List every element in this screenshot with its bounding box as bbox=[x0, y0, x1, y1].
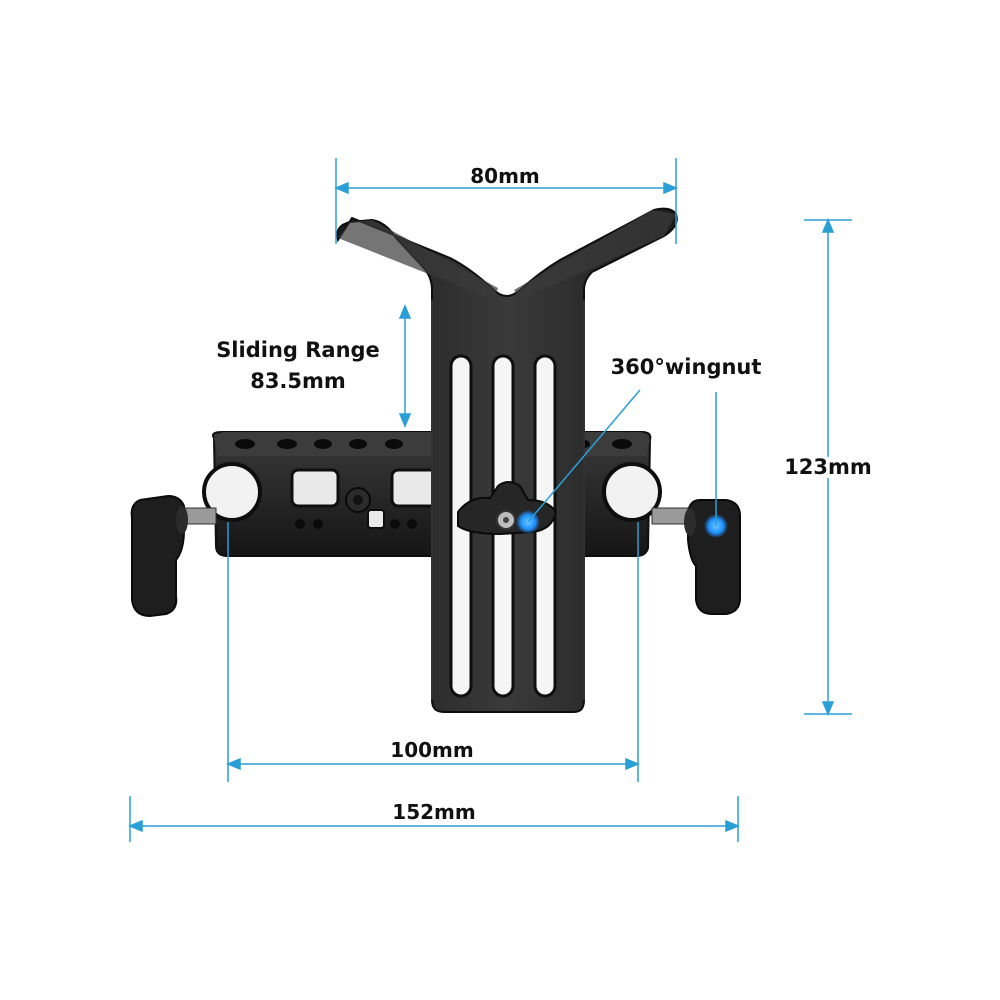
label-rod-spacing: 100mm bbox=[390, 738, 473, 762]
label-top-width: 80mm bbox=[470, 164, 540, 188]
label-wingnut: 360°wingnut bbox=[611, 355, 762, 379]
wingnut-leader-line bbox=[527, 389, 641, 523]
rod-hole-left bbox=[202, 462, 262, 522]
dimension-rod-spacing bbox=[226, 522, 640, 782]
label-sliding-range-title: Sliding Range bbox=[216, 338, 380, 362]
dimension-total-width bbox=[128, 796, 740, 842]
rod-hole-right bbox=[602, 462, 662, 522]
label-height: 123mm bbox=[784, 455, 872, 479]
dimension-lines bbox=[128, 158, 852, 842]
label-total-width: 152mm bbox=[392, 800, 475, 824]
dimension-height bbox=[804, 218, 852, 716]
dimension-top-width bbox=[334, 158, 678, 244]
dimension-sliding-range bbox=[398, 304, 412, 428]
left-clamp-knob bbox=[130, 494, 217, 618]
label-sliding-range-value: 83.5mm bbox=[250, 369, 346, 393]
lens-support-bracket bbox=[130, 207, 741, 713]
right-clamp-knob bbox=[651, 499, 741, 615]
